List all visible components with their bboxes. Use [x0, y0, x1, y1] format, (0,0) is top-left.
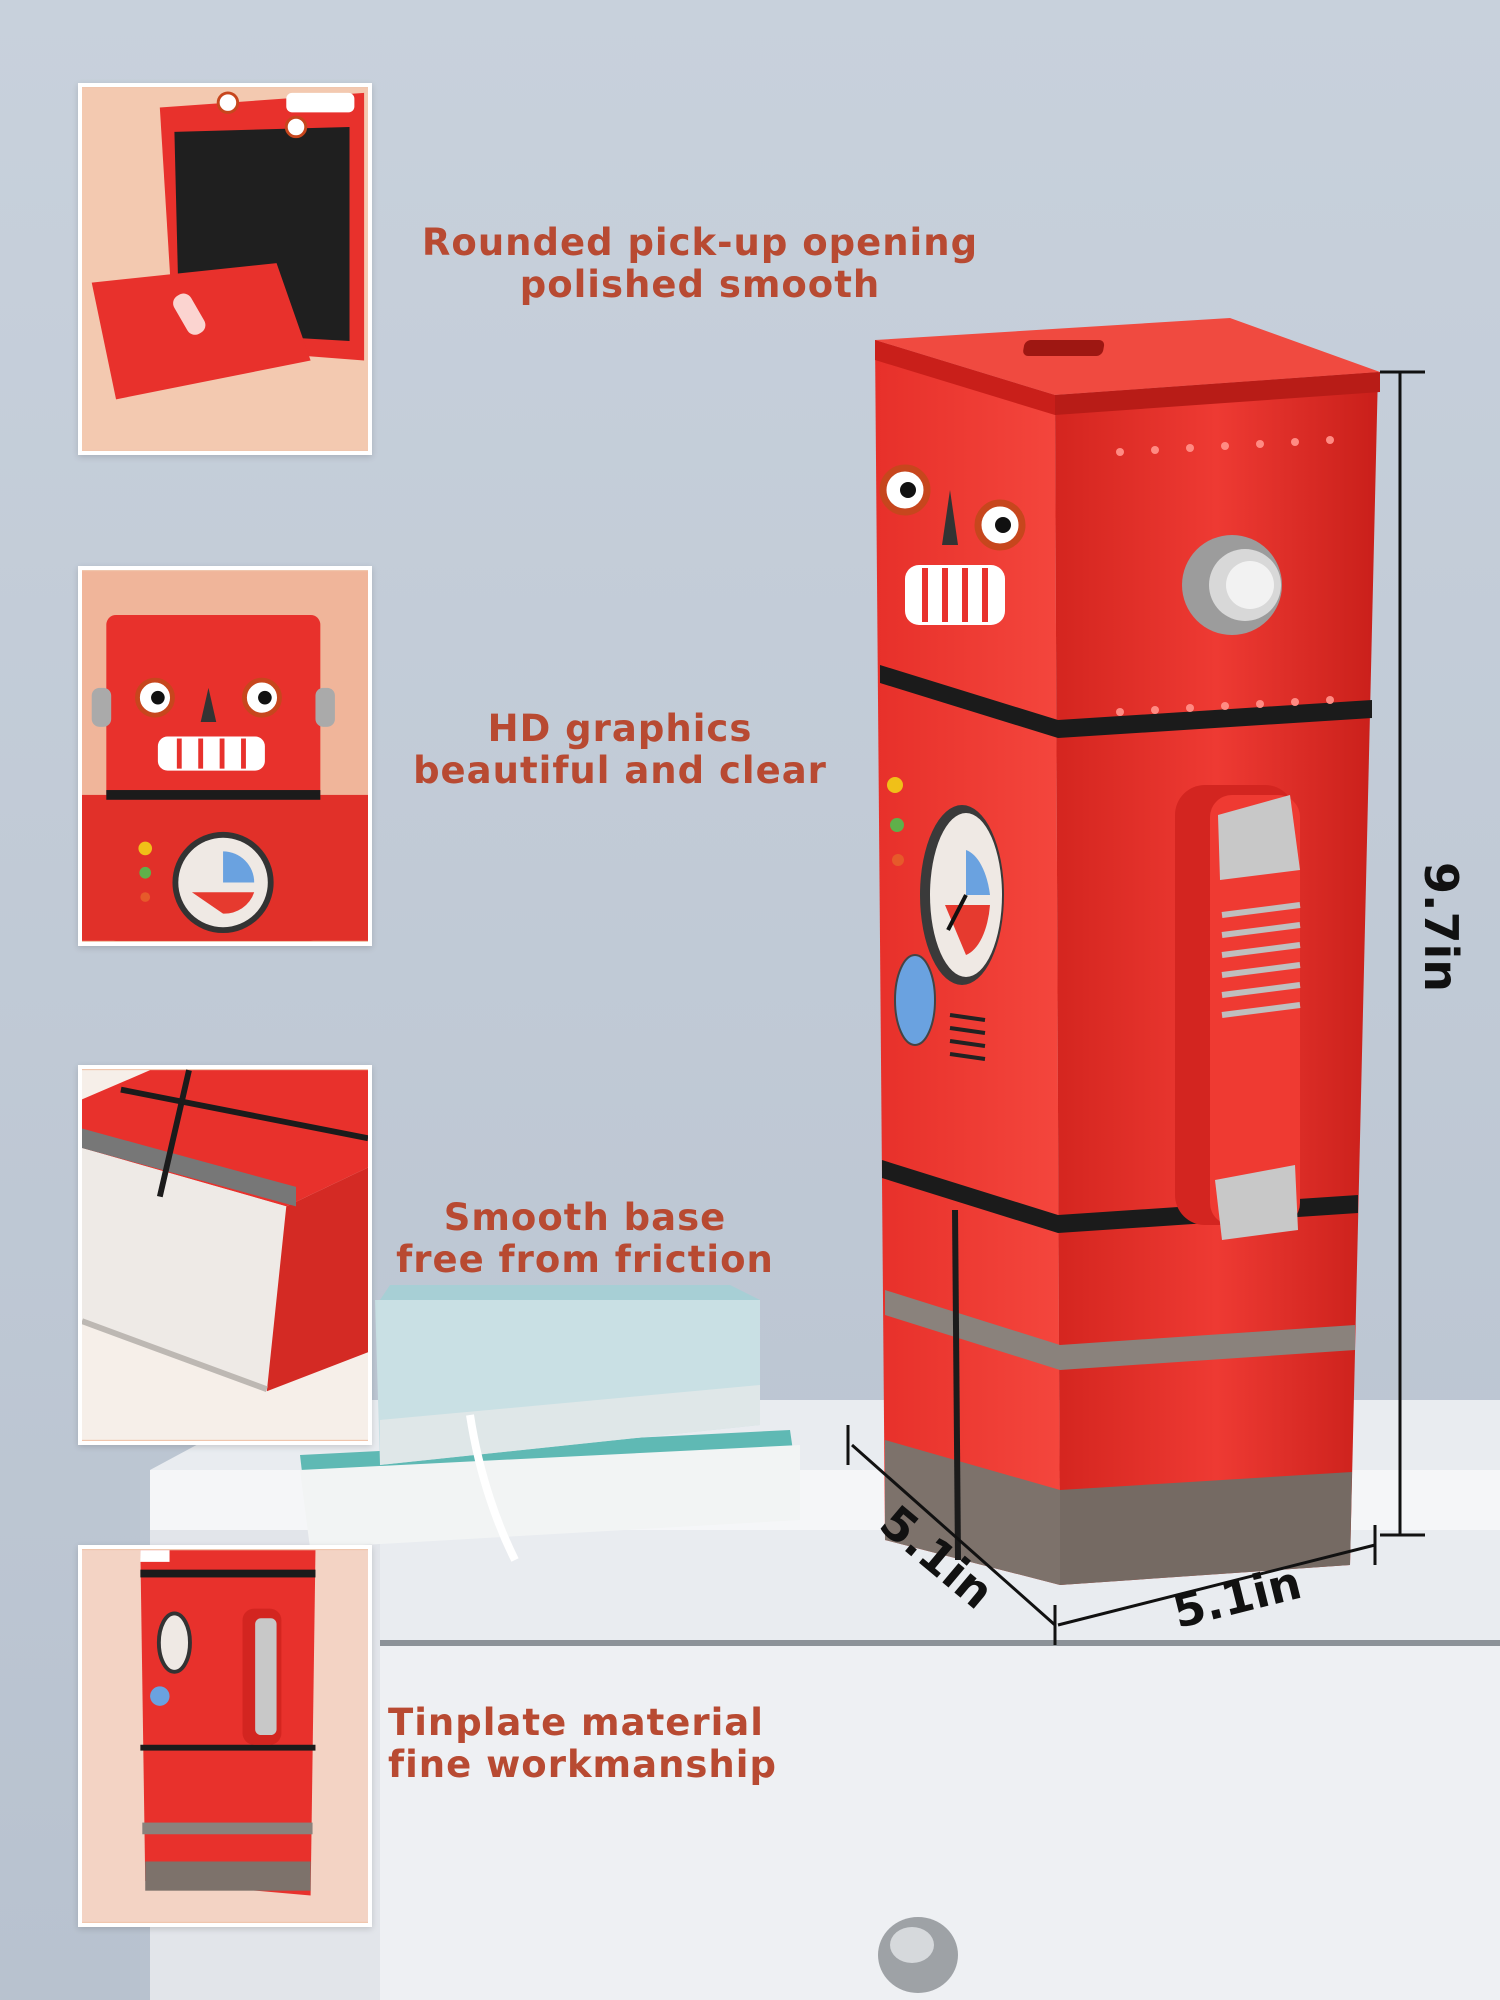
thumbnail-full-view	[78, 1545, 372, 1927]
thumbnail-face	[78, 566, 372, 946]
robot-money-box	[875, 318, 1380, 1585]
thumbnail-full-view-graphic	[82, 1550, 368, 1922]
feature-caption-3-line2: free from friction	[396, 1238, 774, 1281]
thumbnail-base-graphic	[82, 1069, 368, 1440]
feature-caption-3: Smooth base free from friction	[390, 1197, 780, 1281]
feature-caption-4: Tinplate material fine workmanship	[388, 1702, 808, 1786]
drawer-knob	[878, 1917, 958, 1993]
thumbnail-base	[78, 1065, 372, 1445]
thumbnail-open-lid-graphic	[82, 88, 368, 450]
feature-caption-2: HD graphics beautiful and clear	[390, 708, 850, 792]
thumbnail-open-lid	[78, 83, 372, 455]
books	[300, 1285, 800, 1562]
feature-caption-3-line1: Smooth base	[443, 1196, 727, 1239]
feature-caption-2-line2: beautiful and clear	[413, 749, 827, 792]
feature-caption-4-line2: fine workmanship	[388, 1743, 777, 1786]
thumbnail-face-graphic	[82, 571, 368, 941]
feature-caption-2-line1: HD graphics	[487, 707, 753, 750]
dimension-lines	[846, 370, 1425, 1645]
feature-caption-4-line1: Tinplate material	[388, 1701, 764, 1744]
dimension-height-label: 9.7in	[1414, 861, 1469, 993]
feature-caption-1: Rounded pick-up opening polished smooth	[390, 222, 1010, 306]
feature-caption-1-line1: Rounded pick-up opening	[421, 221, 979, 264]
feature-caption-1-line2: polished smooth	[519, 263, 881, 306]
